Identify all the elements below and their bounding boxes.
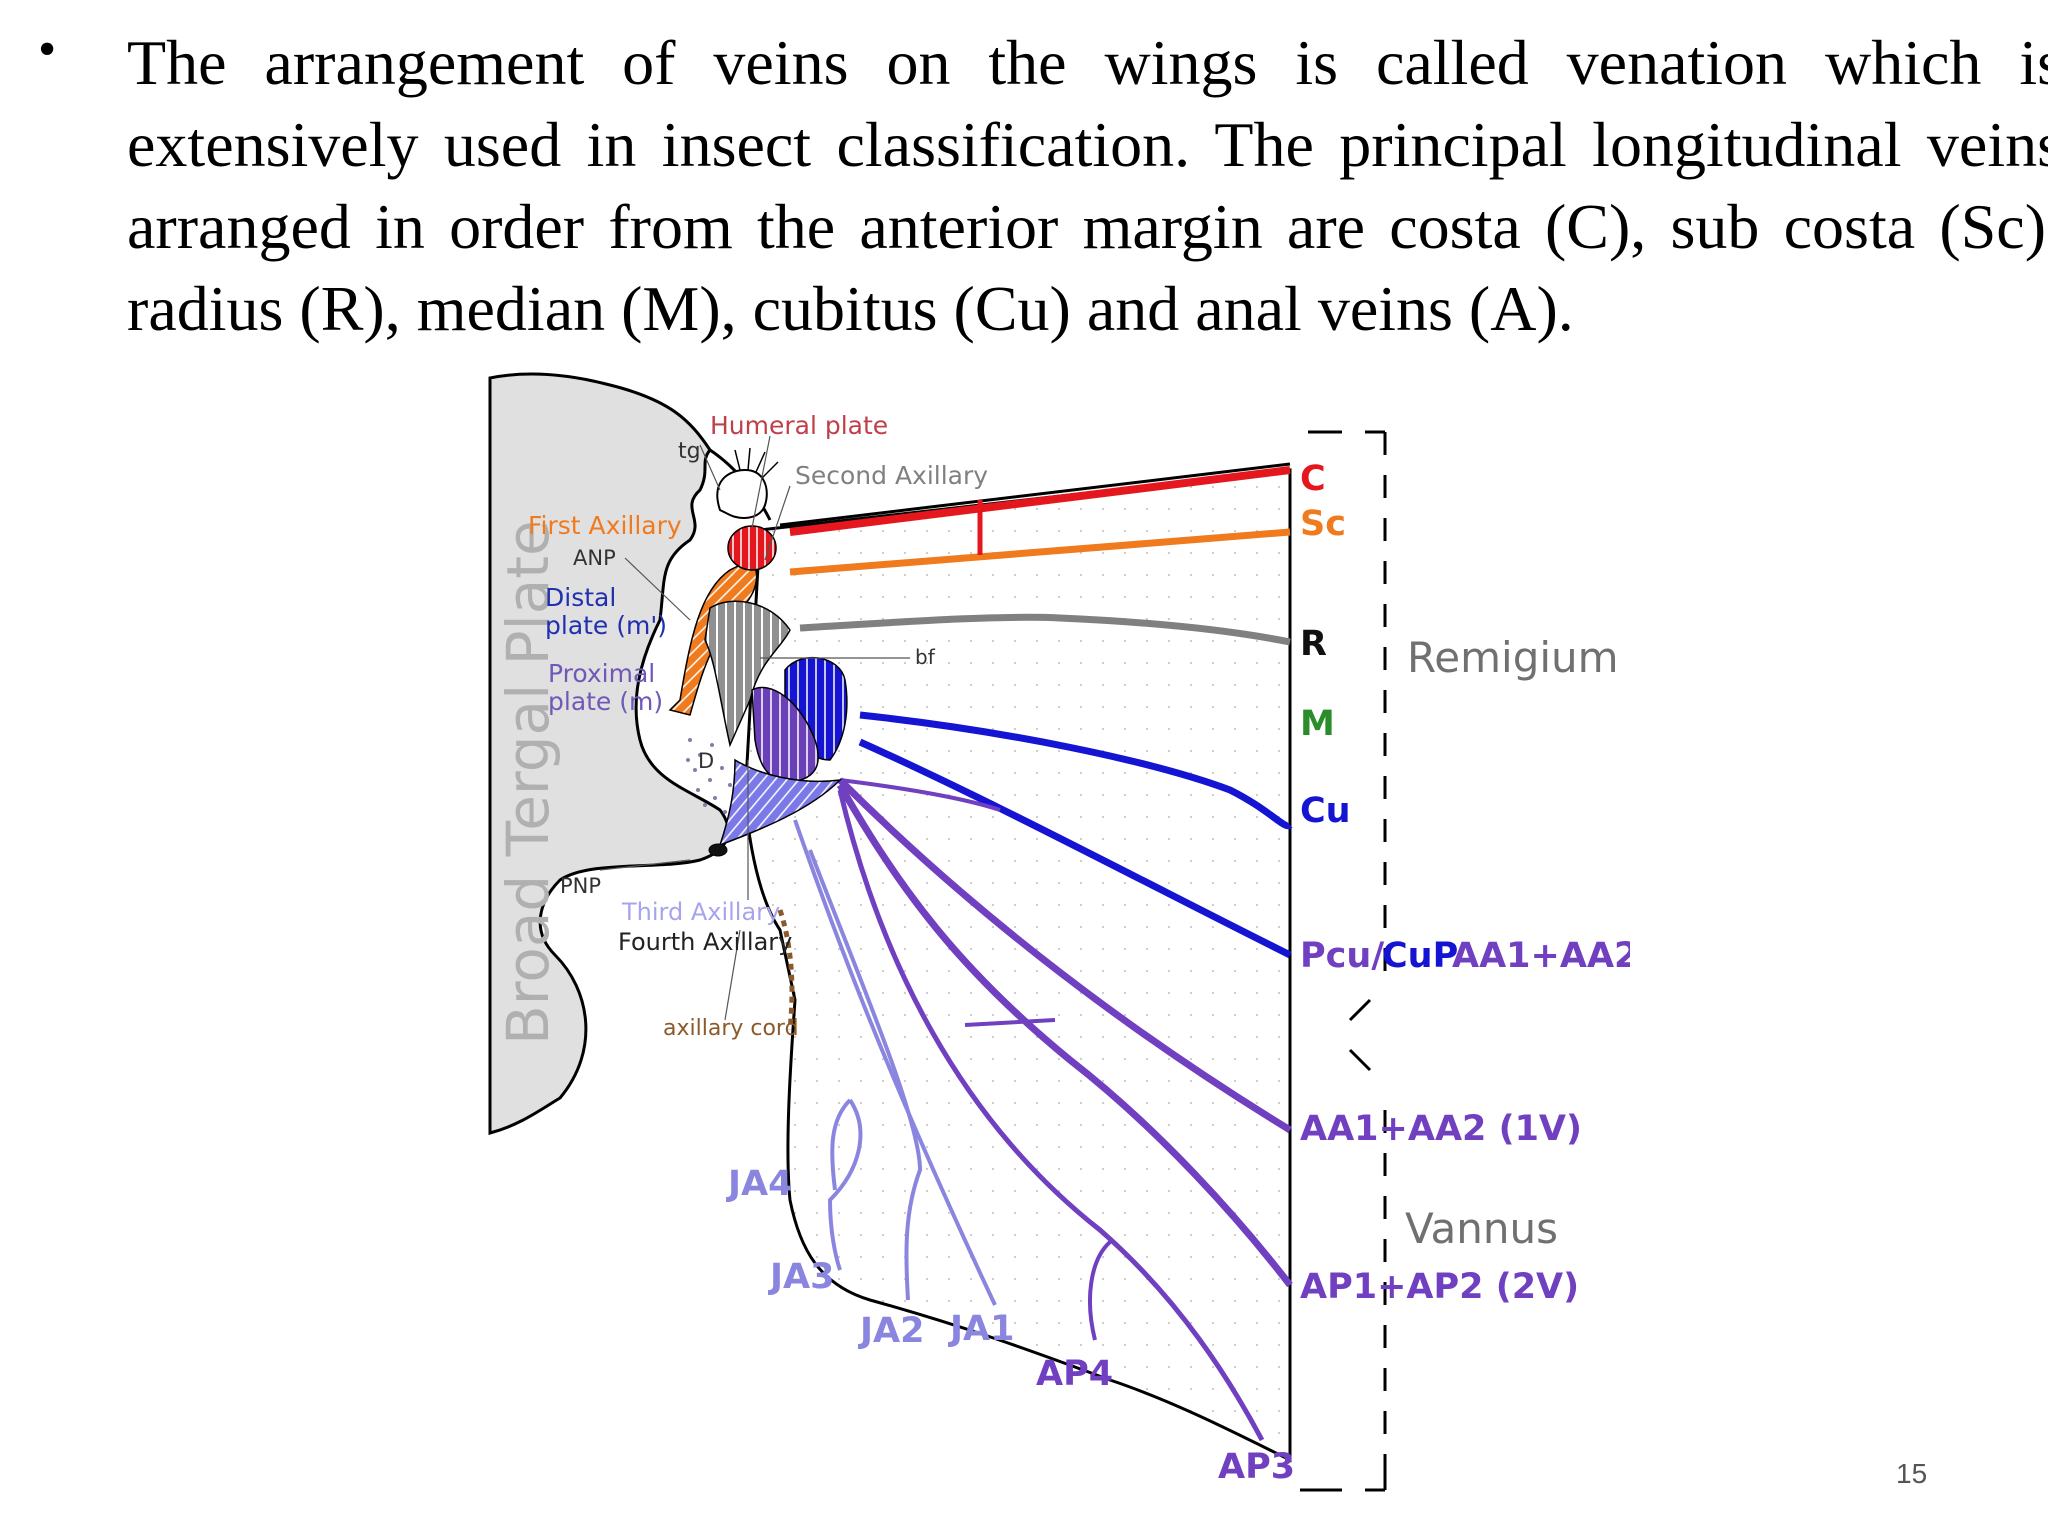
vein-pcu-label: Pcu/ (1300, 936, 1384, 976)
vein-ap (836, 783, 1293, 1288)
second-axillary-shape (704, 600, 791, 748)
vein-ja1-label: JA1 (948, 1309, 1014, 1349)
vein-m-label: M (1300, 704, 1335, 744)
vein-cu-label: Cu (1300, 791, 1351, 831)
vein-costa-edge (779, 462, 1291, 527)
vein-ap3 (837, 789, 1265, 1442)
vein-cup-label: CuP (1382, 936, 1458, 976)
bf-label: bf (915, 645, 936, 669)
vein-aa-overlap-label: AA1+AA2 (1452, 936, 1630, 976)
fourth-axillary-label: Fourth Axillary (618, 928, 792, 956)
third-axillary-shape (718, 758, 843, 847)
vein-aa-branch (839, 778, 1001, 812)
vein-ap2v-label: AP1+AP2 (2V) (1300, 1267, 1579, 1307)
axillary-cord-label: axillary cord (663, 1016, 799, 1041)
proximal-plate-label-1: Proximal (548, 659, 655, 688)
vein-subcosta (789, 528, 1291, 576)
proximal-median-plate (751, 686, 819, 783)
remigium-label: Remigium (1407, 633, 1619, 682)
vein-ja3-label: JA3 (768, 1257, 834, 1297)
d-region-dots (686, 738, 732, 814)
humeral-plate-shape (716, 468, 768, 519)
vein-aa1v-label: AA1+AA2 (1V) (1300, 1109, 1582, 1149)
vein-radius (799, 613, 1291, 646)
vein-ja4-label: JA4 (726, 1164, 792, 1204)
broad-tergal-plate (488, 372, 730, 1135)
distal-plate-label-1: Distal (545, 583, 616, 612)
vein-aa (837, 777, 1292, 1133)
vein-ja1 (793, 819, 997, 1306)
wing-venation-diagram: Broad Tergal Plate Humeral plate tg Seco… (488, 372, 1630, 1492)
vein-ja2-label: JA2 (858, 1311, 924, 1351)
vein-sc-label: Sc (1300, 504, 1346, 544)
vein-median (859, 711, 1293, 830)
third-axillary-label: Third Axillary (621, 898, 780, 926)
vein-ap-crossvein (964, 1018, 1056, 1027)
humeral-plate-label: Humeral plate (710, 411, 888, 440)
vein-ja3 (827, 1098, 863, 1271)
page-number: 15 (1896, 1458, 1928, 1489)
vein-ja4 (830, 1098, 852, 1191)
vannus-label: Vannus (1405, 1204, 1558, 1253)
second-axillary-label: Second Axillary (795, 461, 988, 490)
broad-tergal-plate-label: Broad Tergal Plate (494, 520, 562, 1045)
anp-label: ANP (573, 546, 616, 570)
proximal-plate-label-2: plate (m) (548, 687, 663, 716)
vein-ap4 (1088, 1240, 1112, 1341)
pnp-label: PNP (560, 874, 601, 898)
vein-r-label: R (1300, 624, 1327, 664)
distal-plate-label-2: plate (m') (545, 611, 667, 640)
first-axillary-label: First Axillary (528, 511, 682, 540)
d-label: D (698, 749, 714, 773)
fourth-axillary-shape (708, 843, 728, 857)
body-text: The arrangement of veins on the wings is… (127, 27, 2048, 344)
bullet-icon: • (38, 21, 57, 78)
tg-label: tg (678, 439, 701, 464)
vein-cubitus (858, 738, 1292, 959)
vein-ap3-label: AP3 (1218, 1447, 1295, 1487)
leader-lines (599, 435, 910, 1021)
vein-costa (789, 466, 1291, 536)
remigium-bracket (1308, 430, 1387, 1072)
vein-ja2 (808, 849, 923, 1301)
vein-ap4-label: AP4 (1036, 1354, 1113, 1394)
vein-c-label: C (1300, 459, 1326, 499)
tg-bristles (734, 447, 779, 479)
vannus-bracket (1300, 1110, 1387, 1492)
